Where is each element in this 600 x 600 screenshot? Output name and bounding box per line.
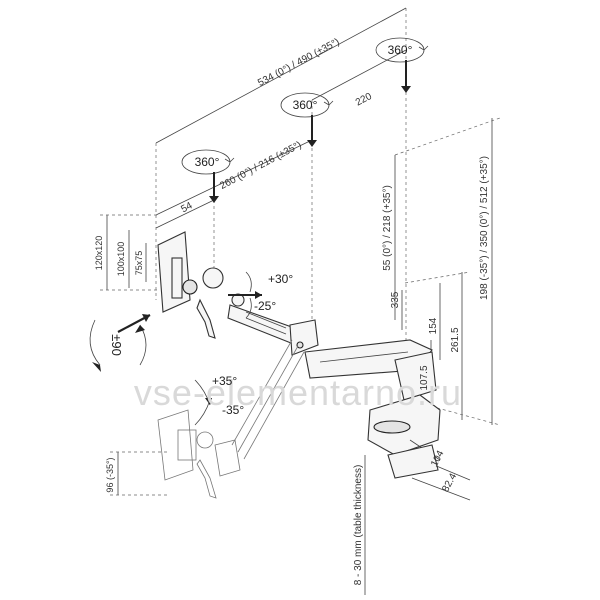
dimension-lines [100,7,501,595]
monitor-arm-main [157,231,441,479]
height-261-label: 261.5 [450,327,461,352]
vesa-75-label: 75x75 [134,251,144,276]
swivel-icon-middle [280,92,334,147]
lift-arrow [194,379,212,426]
height-198-label: 198 (-35°) / 350 (0°) / 512 (+35°) [479,156,490,300]
rotation-arrow-90 [89,314,151,372]
watermark: vse-elementarno.ru [134,372,462,413]
rotate-90-label: ±90 [109,334,124,356]
tilt-down-label: -25° [254,299,276,313]
swivel-icon-right [375,37,429,93]
tilt-up-label: +30° [268,272,293,286]
vesa-120-label: 120x120 [94,236,104,271]
height-107-label: 107.5 [419,365,430,390]
lift-up-label: +35° [212,374,237,388]
height-335-label: 335 [390,291,401,308]
head-offset-label: 54 [179,200,194,215]
monitor-arm-lowered-ghost [157,339,305,499]
height-55-label: 55 (0°) / 218 (+35°) [382,185,393,271]
height-96-label: 96 (-35°) [105,457,115,492]
vesa-100-label: 100x100 [116,242,126,277]
height-154-label: 154 [428,317,439,334]
arm-inner-label: 220 [354,91,374,109]
swivel-1-label: 360° [195,155,220,169]
swivel-2-label: 360° [293,98,318,112]
reach-total-label: 534 (0°) / 490 (±35°) [256,37,341,89]
tilt-arrow [228,271,262,319]
lift-down-label: -35° [222,403,244,417]
arm-first-label: 260 (0°) / 216 (±35°) [218,140,303,192]
swivel-icon-left [181,149,235,203]
table-thickness-label: 8 - 30 mm (table thickness) [353,465,364,586]
swivel-3-label: 360° [388,43,413,57]
